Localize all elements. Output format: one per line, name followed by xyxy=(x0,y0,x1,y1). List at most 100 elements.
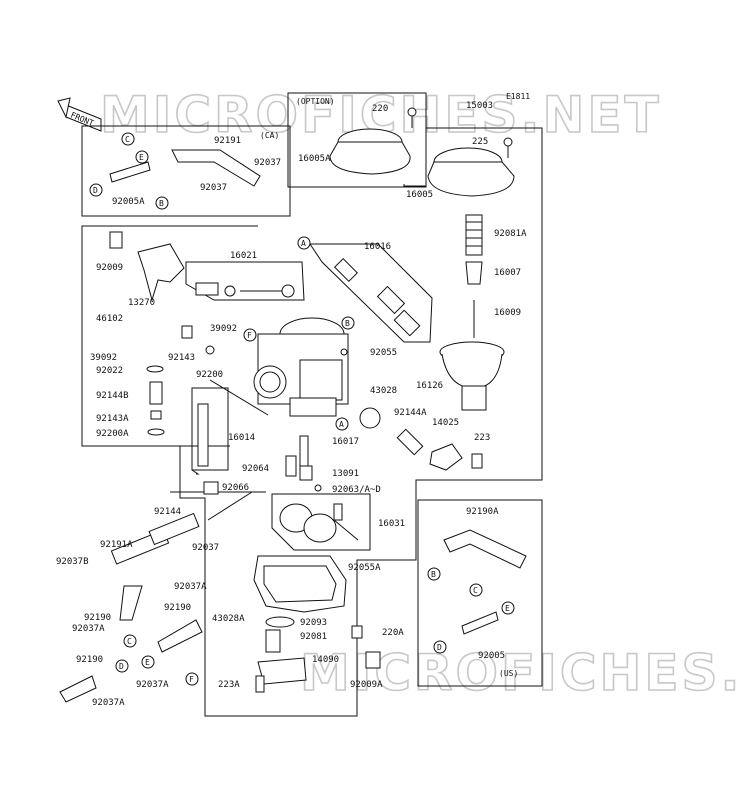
callout-A: A xyxy=(297,236,311,250)
svg-text:F: F xyxy=(189,675,194,684)
callout-F: F xyxy=(185,672,199,686)
hose-92190c xyxy=(59,675,97,703)
spring-92144 xyxy=(148,512,200,546)
callout-D: D xyxy=(433,640,447,654)
carburetor-body xyxy=(253,317,349,417)
part-label: 225 xyxy=(472,137,488,147)
part-43028A xyxy=(265,616,295,628)
part-label: 92066 xyxy=(222,483,249,493)
part-label: 92055 xyxy=(370,348,397,358)
part-label: 92144B xyxy=(96,391,129,401)
part-label: 92005 xyxy=(478,651,505,661)
part-label: 92190A xyxy=(466,507,499,517)
callout-B: B xyxy=(341,316,355,330)
part-label: 92190 xyxy=(76,655,103,665)
part-label: 15003 xyxy=(466,101,493,111)
part-label: 92190 xyxy=(164,603,191,613)
part-label: 16031 xyxy=(378,519,405,529)
part-label: 39092 xyxy=(90,353,117,363)
part-label: 92005A xyxy=(112,197,145,207)
pilot-screw-icon xyxy=(195,282,295,298)
part-label: 92009A xyxy=(350,680,383,690)
svg-text:F: F xyxy=(247,331,252,340)
callout-E: E xyxy=(141,655,155,669)
part-label: 16021 xyxy=(230,251,257,261)
option-label: (OPTION) xyxy=(296,97,335,106)
part-label: 92037 xyxy=(200,183,227,193)
jet-kit-outline xyxy=(191,387,229,471)
part-label: 92037A xyxy=(92,698,125,708)
part-label: 16017 xyxy=(332,437,359,447)
us-label: (US) xyxy=(499,669,518,678)
throttle-bracket xyxy=(137,243,185,302)
part-label: 92037A xyxy=(72,624,105,634)
ca-label: (CA) xyxy=(260,131,279,140)
part-14025 xyxy=(429,443,463,471)
part-label: 92064 xyxy=(242,464,269,474)
part-label: 13270 xyxy=(128,298,155,308)
svg-text:B: B xyxy=(345,319,350,328)
svg-text:B: B xyxy=(159,199,164,208)
callout-A: A xyxy=(335,417,349,431)
fitting-92005A xyxy=(109,161,151,183)
top-cover xyxy=(427,137,515,197)
part-label: 43028 xyxy=(370,386,397,396)
part-label: 16016 xyxy=(364,242,391,252)
part-label: 223 xyxy=(474,433,490,443)
jet-92063 xyxy=(314,484,322,492)
part-label: 16005 xyxy=(406,190,433,200)
callout-E: E xyxy=(135,150,149,164)
part-43028 xyxy=(359,407,381,429)
hose-92190A xyxy=(443,529,527,569)
part-label: 92093 xyxy=(300,618,327,628)
part-label: 16014 xyxy=(228,433,255,443)
part-13091 xyxy=(299,465,313,481)
svg-text:E: E xyxy=(139,153,144,162)
jet-16014 xyxy=(197,403,209,467)
svg-text:B: B xyxy=(431,570,436,579)
screw-223 xyxy=(471,453,483,469)
svg-text:A: A xyxy=(339,420,344,429)
spring-92144A xyxy=(396,428,424,456)
part-92055 xyxy=(340,348,348,356)
part-label: 223A xyxy=(218,680,240,690)
svg-text:C: C xyxy=(473,586,478,595)
float-box xyxy=(271,493,371,551)
choke-plunger-box xyxy=(309,243,433,343)
callout-E: E xyxy=(501,601,515,615)
part-label: 92190 xyxy=(84,613,111,623)
svg-text:C: C xyxy=(125,135,130,144)
part-label: 92037A xyxy=(136,680,169,690)
part-label: 46102 xyxy=(96,314,123,324)
part-label: 92144A xyxy=(394,408,427,418)
svg-text:D: D xyxy=(119,662,124,671)
part-label: 220A xyxy=(382,628,404,638)
screw-223A xyxy=(255,675,265,693)
part-label: 92037 xyxy=(254,158,281,168)
spring-92081 xyxy=(265,629,281,653)
callout-B: B xyxy=(155,196,169,210)
diaphragm-piston-icon xyxy=(439,341,505,411)
spring-icon xyxy=(465,214,483,256)
part-label: 92191A xyxy=(100,540,133,550)
part-label: 16009 xyxy=(494,308,521,318)
part-92064 xyxy=(285,455,297,477)
hose-92190b xyxy=(157,619,203,653)
part-92200 xyxy=(205,345,215,355)
svg-text:C: C xyxy=(127,637,132,646)
part-label: 92063/A~D xyxy=(332,485,381,495)
part-label: 39092 xyxy=(210,324,237,334)
tube-16017 xyxy=(299,435,309,467)
callout-D: D xyxy=(115,659,129,673)
part-label: 92200A xyxy=(96,429,129,439)
part-label: 220 xyxy=(372,104,388,114)
part-label: 92143A xyxy=(96,414,129,424)
float-icon xyxy=(279,503,359,543)
callout-D: D xyxy=(89,183,103,197)
part-label: 92144 xyxy=(154,507,181,517)
washer-92200A xyxy=(147,428,165,436)
part-label: 16005A xyxy=(298,154,331,164)
fitting-92005 xyxy=(461,611,499,635)
part-label: 92191 xyxy=(214,136,241,146)
part-label: 92037B xyxy=(56,557,89,567)
